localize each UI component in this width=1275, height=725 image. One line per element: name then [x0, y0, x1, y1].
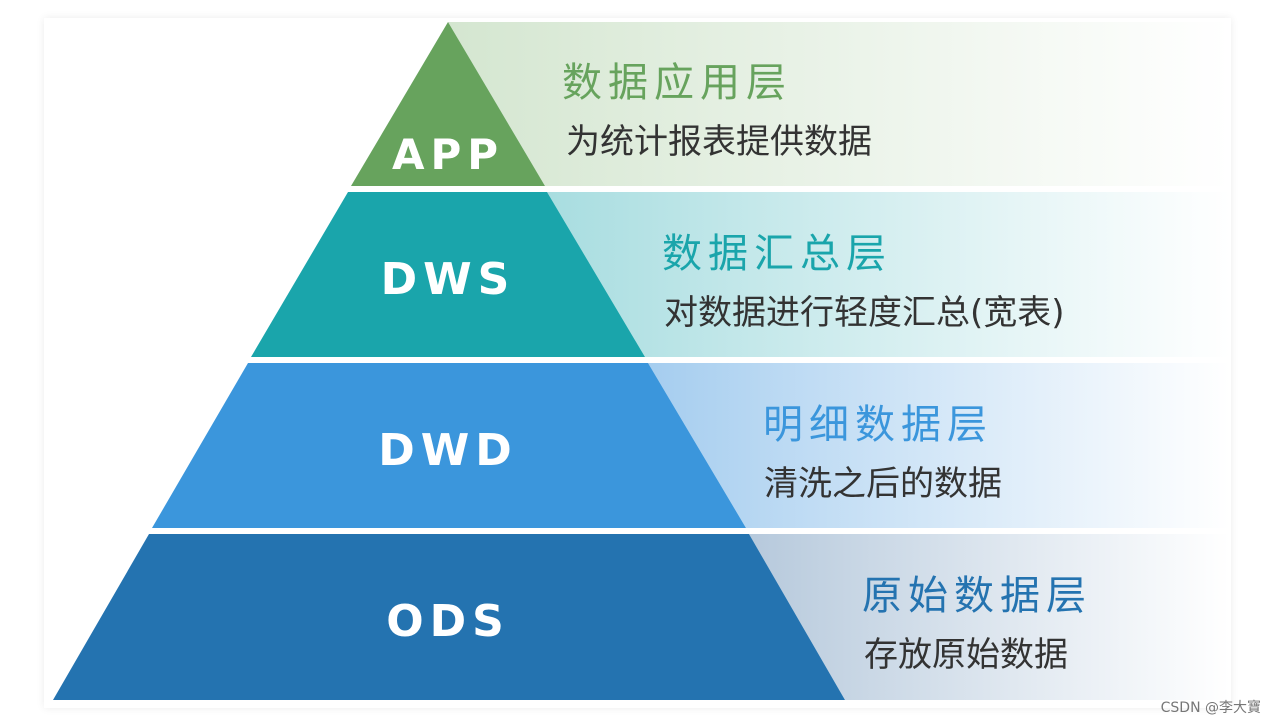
dws-layer-tier: [251, 192, 645, 357]
app-layer-abbr: APP: [391, 130, 505, 179]
app-layer-band: [448, 22, 1230, 186]
csdn-watermark: CSDN @李大寶: [1160, 700, 1261, 716]
ods-layer-abbr: ODS: [386, 596, 510, 647]
dwd-layer-desc: 清洗之后的数据: [764, 464, 1002, 504]
dws-layer-band: [547, 192, 1230, 357]
dwd-layer-abbr: DWD: [378, 425, 518, 476]
app-layer-tier: [351, 22, 545, 186]
ods-layer-desc: 存放原始数据: [864, 635, 1068, 675]
ods-layer-band: [749, 534, 1230, 700]
dwd-layer-band: [648, 363, 1230, 528]
app-layer-title: 数据应用层: [562, 60, 792, 106]
ods-layer-tier: [53, 534, 845, 700]
dws-layer-abbr: DWS: [380, 254, 516, 305]
dws-layer-desc: 对数据进行轻度汇总(宽表): [664, 293, 1065, 333]
ods-layer-title: 原始数据层: [862, 573, 1092, 619]
dwd-layer-tier: [152, 363, 746, 528]
dwd-layer-title: 明细数据层: [763, 402, 993, 448]
app-layer-desc: 为统计报表提供数据: [566, 122, 872, 162]
dws-layer-title: 数据汇总层: [662, 231, 892, 277]
